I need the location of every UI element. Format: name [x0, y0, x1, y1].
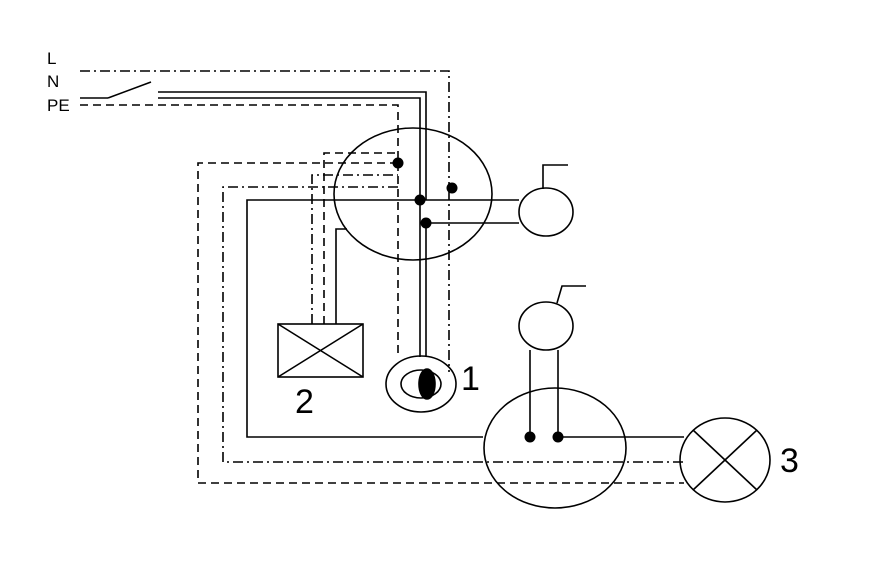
socket-outlet-lower: [518, 285, 586, 437]
label-N: N: [47, 72, 60, 91]
supply-line-PE: [80, 104, 399, 163]
connection-dot: [552, 431, 564, 443]
supply-line-N: [80, 81, 427, 200]
lamp-3-icon: [679, 417, 771, 503]
connection-dot: [414, 194, 426, 206]
switch-1-icon: [385, 355, 457, 413]
connection-dot: [420, 217, 432, 229]
device-2-icon: [277, 323, 364, 378]
socket-outlet-upper: [420, 164, 574, 237]
feeder-to-lower-box: [197, 162, 684, 484]
label-L: L: [47, 49, 57, 68]
supply-line-L: [80, 70, 450, 190]
connection-dot: [446, 182, 458, 194]
label-item-1: 1: [461, 360, 480, 398]
label-item-2: 2: [295, 383, 314, 421]
device-2-wiring: [311, 152, 398, 324]
switch-1-wiring: [397, 163, 450, 372]
main-switch-icon: [107, 81, 152, 99]
connection-dot: [524, 431, 536, 443]
connection-dot: [392, 157, 404, 169]
label-item-3: 3: [780, 442, 799, 480]
label-PE: PE: [47, 96, 70, 115]
junction-box-upper: [333, 127, 493, 261]
connection-dots: [392, 157, 564, 443]
junction-box-lower: [483, 387, 627, 509]
